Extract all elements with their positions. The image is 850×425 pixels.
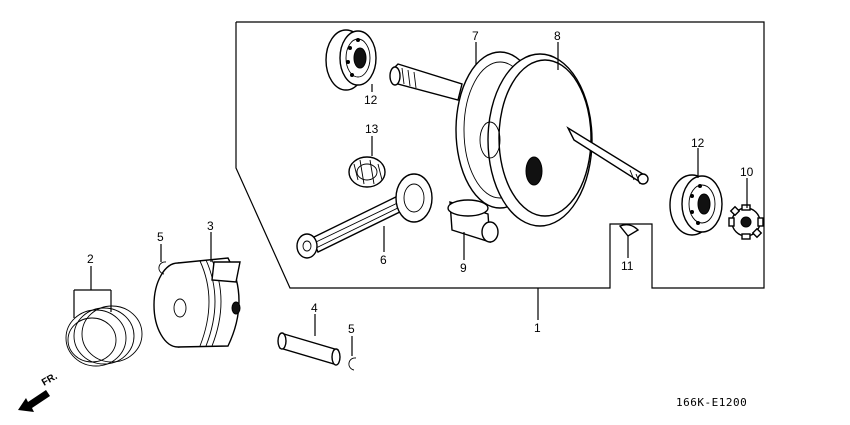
label-part-8: 8 (554, 29, 561, 43)
label-part-7: 7 (472, 29, 479, 43)
label-part-13: 13 (365, 122, 379, 136)
woodruff-key (618, 223, 640, 237)
crankshaft (389, 51, 649, 227)
label-part-12-upper: 12 (364, 93, 378, 107)
needle-bearing (348, 156, 386, 188)
label-part-5-upper: 5 (157, 230, 164, 244)
label-part-4: 4 (311, 301, 318, 315)
sprocket (728, 204, 764, 240)
label-part-6: 6 (380, 253, 387, 267)
label-part-11: 11 (621, 259, 634, 273)
leader-lines (73, 42, 748, 356)
crank-pin (447, 199, 499, 243)
label-part-12-lower: 12 (691, 136, 705, 150)
bearing-lower (669, 174, 723, 236)
front-arrow-icon (18, 390, 50, 412)
piston (153, 257, 241, 348)
connecting-rod (296, 173, 433, 259)
circlip-lower (348, 357, 357, 371)
piston-rings (65, 305, 143, 367)
direction-marker: FR. (40, 371, 60, 389)
label-part-5-lower: 5 (348, 322, 355, 336)
drawing-code: 166K-E1200 (676, 396, 747, 409)
label-part-3: 3 (207, 219, 214, 233)
piston-pin (277, 332, 341, 366)
label-part-2: 2 (87, 252, 94, 266)
label-part-9: 9 (460, 261, 467, 275)
circlip-upper (158, 261, 167, 275)
label-part-10: 10 (740, 165, 754, 179)
assembly-boundary (235, 21, 765, 289)
label-part-1: 1 (534, 321, 541, 335)
bearing-upper (325, 29, 377, 91)
